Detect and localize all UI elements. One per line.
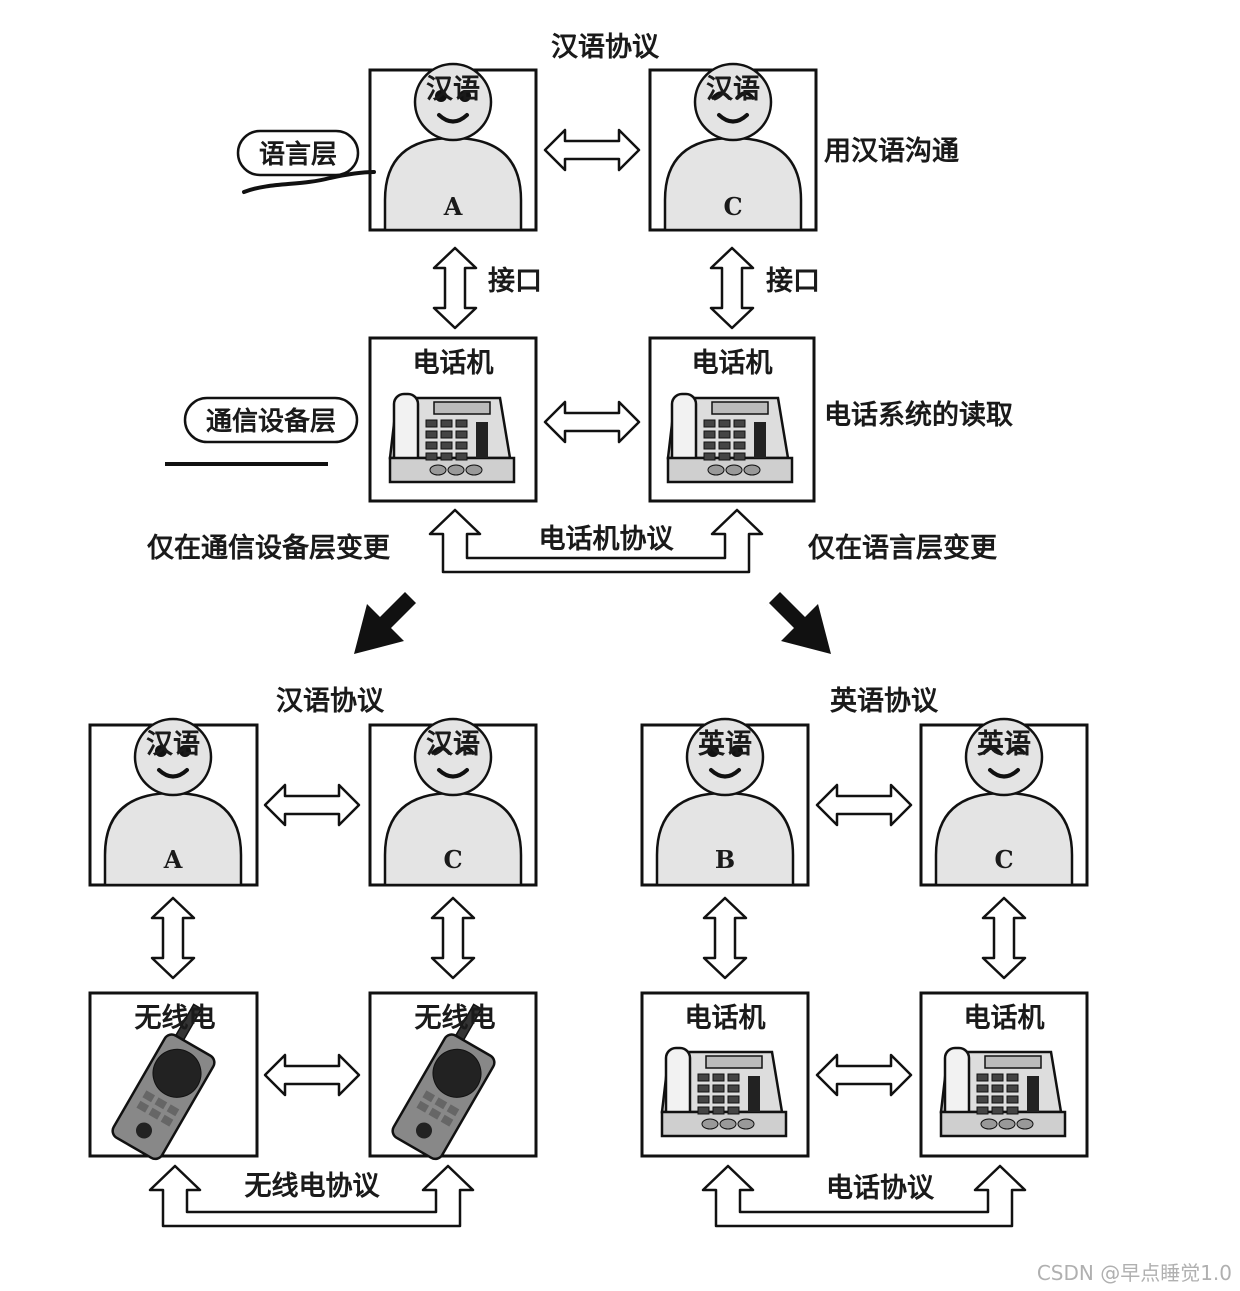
bl-device-link-arrow-icon [263, 1053, 361, 1097]
top-left-person-label: A [443, 192, 463, 221]
top-right-person-label: C [723, 192, 742, 221]
desk-phone-icon [666, 392, 794, 484]
br-right-person-label: C [994, 845, 1013, 874]
device-layer-label: 通信设备层 [206, 407, 336, 437]
down-left-big-arrow-icon [354, 592, 419, 654]
top-right-device-label: 电话机 [692, 348, 773, 379]
br-person-link-arrow-icon [815, 783, 913, 827]
br-left-interface-arrow-icon [702, 896, 748, 980]
bl-right-lang-label: 汉语 [426, 729, 480, 760]
top-person-link-arrow-icon [543, 128, 641, 172]
top-left-phone-box: 电话机 [368, 336, 538, 503]
top-protocol-label: 汉语协议 [551, 32, 660, 63]
bl-left-person-label: A [163, 845, 183, 874]
bl-right-radio-box: 无线电 [368, 991, 538, 1164]
bl-protocol-label: 汉语协议 [276, 686, 385, 717]
br-left-device-label: 电话机 [685, 1003, 766, 1034]
scribble-underline [242, 170, 376, 194]
top-phone-link-arrow-icon [543, 400, 641, 444]
bl-person-c-box: 汉语 C [368, 717, 538, 887]
right-interface-label: 接口 [766, 266, 820, 297]
bl-left-interface-arrow-icon [150, 896, 196, 980]
bl-left-lang-label: 汉语 [146, 729, 200, 760]
comm-note: 用汉语沟通 [824, 136, 959, 167]
top-device-protocol-bracket [428, 508, 764, 574]
device-note: 电话系统的读取 [824, 399, 1013, 431]
desk-phone-icon [660, 1046, 788, 1138]
bl-left-device-label: 无线电 [135, 1003, 216, 1034]
br-right-device-label: 电话机 [964, 1003, 1045, 1034]
br-person-c-box: 英语 C [919, 717, 1089, 887]
br-right-lang-label: 英语 [977, 729, 1031, 760]
br-device-protocol-label: 电话协议 [826, 1173, 935, 1204]
bl-person-link-arrow-icon [263, 783, 361, 827]
bl-left-radio-box: 无线电 [88, 991, 259, 1164]
br-left-phone-box: 电话机 [640, 991, 810, 1158]
br-device-protocol-bracket [701, 1164, 1027, 1228]
desk-phone-icon [388, 392, 516, 484]
lang-layer-tag: 语言层 [236, 129, 376, 194]
bl-right-device-label: 无线电 [415, 1003, 496, 1034]
right-interface-arrow-icon [709, 246, 755, 330]
top-left-lang-label: 汉语 [426, 74, 480, 105]
top-left-device-label: 电话机 [413, 348, 494, 379]
br-protocol-label: 英语协议 [830, 686, 939, 717]
bl-right-interface-arrow-icon [430, 896, 476, 980]
device-layer-tag: 通信设备层 [165, 396, 359, 466]
br-device-link-arrow-icon [815, 1053, 913, 1097]
left-interface-arrow-icon [432, 246, 478, 330]
bl-person-a-box: 汉语 A [88, 717, 259, 887]
bl-device-protocol-label: 无线电协议 [245, 1171, 381, 1202]
br-left-person-label: B [715, 845, 735, 874]
br-person-b-box: 英语 B [640, 717, 810, 887]
top-person-a-box: 汉语 A [368, 62, 538, 232]
watermark: CSDN @早点睡觉1.0 [1037, 1261, 1232, 1285]
down-right-big-arrow-icon [766, 592, 831, 654]
change-right-label: 仅在语言层变更 [808, 532, 998, 564]
left-interface-label: 接口 [488, 266, 542, 297]
br-right-phone-box: 电话机 [919, 991, 1089, 1158]
top-person-c-box: 汉语 C [648, 62, 818, 232]
lang-layer-label: 语言层 [259, 140, 337, 170]
bl-device-protocol-bracket [148, 1164, 475, 1228]
bl-right-person-label: C [443, 845, 462, 874]
br-right-interface-arrow-icon [981, 896, 1027, 980]
br-left-lang-label: 英语 [698, 729, 752, 760]
top-right-lang-label: 汉语 [706, 74, 760, 105]
top-right-phone-box: 电话机 [648, 336, 816, 503]
top-device-protocol-label: 电话机协议 [539, 524, 675, 555]
change-left-label: 仅在通信设备层变更 [147, 532, 391, 564]
desk-phone-icon [939, 1046, 1067, 1138]
